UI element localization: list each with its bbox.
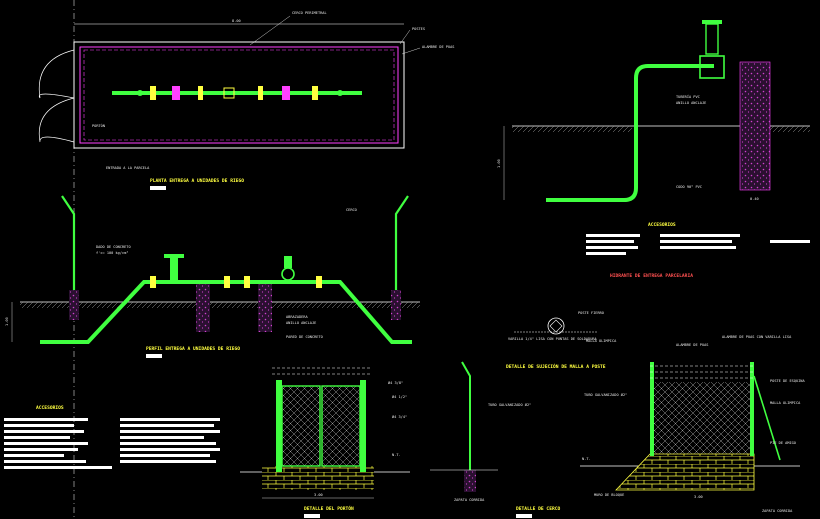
accesorios-top-title: ACCESORIOS [648, 222, 676, 228]
profile-label-anillo: ANILLO ANCLAJE [286, 321, 316, 325]
hydrant-label-tubo: TUBERÍA PVC [676, 94, 700, 99]
plan-label-porton: PORTÓN [92, 123, 105, 128]
gate-label-c: Ø4 3/4" [392, 414, 407, 419]
plan-gate [38, 49, 75, 143]
profile-fence-posts [61, 195, 409, 320]
profile-title: PERFIL ENTREGA A UNIDADES DE RIEGO [146, 346, 240, 352]
gate-label-nt: N.T. [392, 453, 401, 457]
plan-dim-text: 8.00 [232, 19, 241, 23]
plan-pipeline [112, 86, 362, 100]
post-detail: TUBO GALVANIZADO Ø2" ZAPATA CORRIDA [430, 361, 531, 502]
fence-label-sujecion: ALAMBRE DE PUAS CON VARILLA LISA [722, 335, 792, 339]
plan-perimeter-fence [79, 46, 399, 144]
plan-outer-boundary [73, 41, 405, 149]
fence-dim: 3.00 [694, 495, 703, 499]
hydrant-detail: TUBERÍA PVC ANILLO ANCLAJE CODO 90° PVC … [497, 20, 810, 279]
mesh-post-circle [547, 317, 565, 335]
hydrant-dim-b: 0.40 [750, 197, 759, 201]
fence-block-wall [615, 453, 755, 491]
hydrant-label-codo: CODO 90° PVC [676, 185, 702, 189]
accesorios-top-table [586, 234, 810, 255]
hydrant-pipe [546, 64, 714, 202]
profile-pipeline [40, 254, 412, 344]
gate-label-a: Ø4 3/8" [388, 380, 403, 385]
fence-label-muro: MURO DE BLOQUE [594, 493, 624, 497]
plan-label-parcela: ENTRADA A LA PARCELA [106, 166, 150, 170]
gate-title: DETALLE DEL PORTÓN [304, 505, 354, 512]
gate-leaf-right [321, 385, 361, 467]
accesorios-bottom-title: ACCESORIOS [36, 405, 64, 411]
hydrant-concrete-block [739, 61, 771, 191]
hydrant-label-anillo: ANILLO ANCLAJE [676, 101, 706, 105]
hydrant-valve [699, 55, 725, 79]
profile-label-pared: PARED DE CONCRETO [286, 335, 323, 339]
mesh-label-poste: POSTE FIERRO [578, 311, 604, 315]
accesorios-bottom-table [4, 418, 220, 469]
gate-post-left [276, 380, 282, 472]
fence-label-zapata: ZAPATA CORRIDA [762, 509, 793, 513]
fence-label-malla: MALLA OLIMPICA [770, 401, 801, 405]
plan-label-cerco: CERCO PERIMETRAL [292, 11, 327, 15]
profile-view: DADO DE CONCRETO f'c= 100 kg/cm² CERCO A… [5, 195, 420, 358]
fence-label-puas: ALAMBRE DE PUAS [676, 343, 708, 347]
accesorios-bottom: ACCESORIOS [4, 405, 220, 469]
profile-label-cerco: CERCO [346, 208, 357, 212]
mesh-label-malla: MALLA OLIMPICA [586, 339, 617, 343]
hydrant-title: HIDRANTE DE ENTREGA PARCELARIA [610, 273, 693, 279]
gate-detail: Ø4 3/8" Ø4 1/2" Ø4 3/4" N.T. 3.00 DETALL… [240, 367, 410, 518]
gate-post-right [360, 380, 366, 472]
profile-label-fc: f'c= 100 kg/cm² [96, 251, 128, 255]
fence-label-pie: PIE DE AMIGO [770, 441, 796, 445]
fence-title: DETALLE DE CERCO [516, 506, 560, 512]
fence-detail: ALAMBRE DE PUAS ALAMBRE DE PUAS CON VARI… [516, 335, 805, 518]
gate-label-b: Ø4 1/2" [392, 394, 407, 399]
fence-label-tubo: TUBO GALVANIZADO Ø2" [584, 392, 627, 397]
mesh-label-varilla: VARILLA 1/4" LISA CON PUNTAS DE SOLDADUR… [508, 337, 598, 341]
plan-title: PLANTA ENTREGA A UNIDADES DE RIEGO [150, 178, 244, 184]
mesh-detail: POSTE FIERRO VARILLA 1/4" LISA CON PUNTA… [506, 311, 617, 370]
mesh-title: DETALLE DE SUJECIÓN DE MALLA A POSTE [506, 363, 606, 370]
fence-label-poste: POSTE DE ESQUINA [770, 379, 805, 383]
plan-label-postes: POSTES [412, 27, 425, 31]
post-label-zapata: ZAPATA CORRIDA [454, 498, 485, 502]
fence-label-nt: N.T. [582, 457, 591, 461]
post-label-tubo: TUBO GALVANIZADO Ø2" [488, 402, 531, 407]
hydrant-dim-a: 1.00 [497, 159, 501, 168]
gate-leaf-left [281, 385, 321, 467]
profile-dim-text: 1.00 [5, 317, 9, 326]
fence-mesh-panel [650, 382, 754, 454]
gate-dim: 3.00 [314, 493, 323, 497]
plan-label-alambre: ALAMBRE DE PUAS [422, 45, 454, 49]
profile-label-dado: DADO DE CONCRETO [96, 245, 131, 249]
plan-view: 8.00 CERCO PERIMETRAL POSTES ALAMBRE DE … [38, 0, 454, 519]
profile-label-abraz: ABRAZADERA [286, 315, 308, 319]
